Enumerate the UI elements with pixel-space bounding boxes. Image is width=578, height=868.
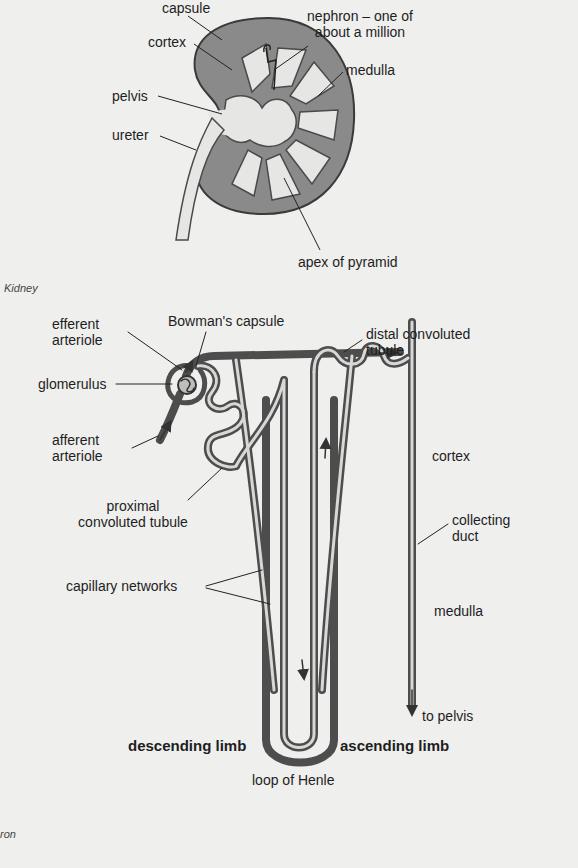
part-label: afferent arteriole xyxy=(52,432,130,464)
part-label: distal convoluted tubule xyxy=(366,326,506,358)
part-label: Bowman's capsule xyxy=(168,313,284,329)
part-label: ascending limb xyxy=(340,738,449,754)
part-label: medulla xyxy=(434,603,483,619)
part-label: glomerulus xyxy=(38,376,106,392)
nephron-drawing xyxy=(116,322,448,763)
part-label: ureter xyxy=(112,127,149,143)
part-label: capillary networks xyxy=(66,578,177,594)
part-label: efferent arteriole xyxy=(52,316,128,348)
part-label: cortex xyxy=(148,34,186,50)
part-label: capsule xyxy=(162,0,210,16)
part-label: nephron – one of about a million xyxy=(294,8,426,40)
kidney-drawing xyxy=(158,16,354,250)
part-label: collecting duct xyxy=(452,512,532,544)
part-label: descending limb xyxy=(128,738,246,754)
part-label: Kidney xyxy=(4,280,38,296)
part-label: cortex xyxy=(432,448,470,464)
part-label: apex of pyramid xyxy=(298,254,398,270)
part-label: to pelvis xyxy=(422,708,473,724)
part-label: pelvis xyxy=(112,88,148,104)
part-label: loop of Henle xyxy=(252,772,335,788)
part-label: medulla xyxy=(346,62,395,78)
part-label: ron xyxy=(0,826,16,842)
part-label: proximal convoluted tubule xyxy=(74,498,192,530)
